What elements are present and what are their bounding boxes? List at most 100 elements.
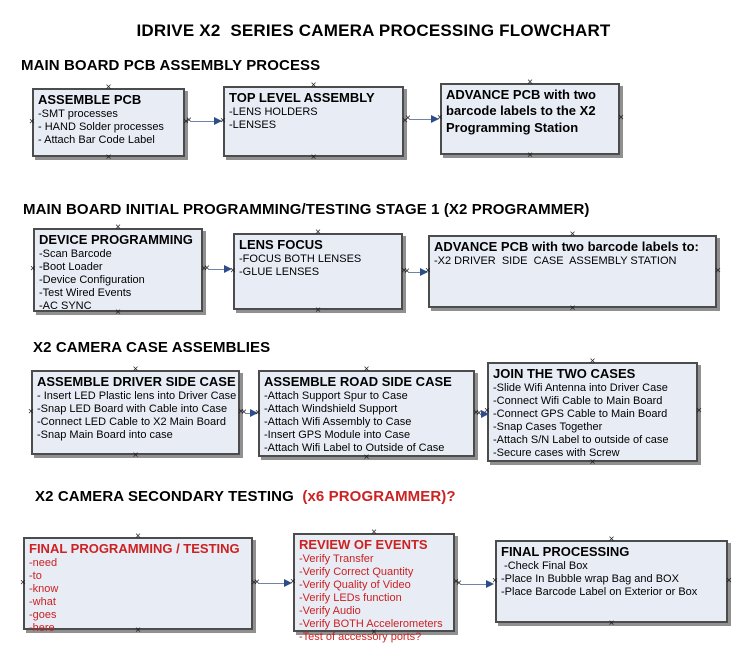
connection-handle-icon: ×	[569, 229, 576, 240]
arrow-line	[208, 268, 224, 270]
box-item: -Verify Transfer	[299, 553, 374, 566]
box-review-of-events: × × × × REVIEW OF EVENTS -Verify Transfe…	[290, 528, 459, 644]
arrow-line	[258, 582, 284, 584]
box-item: -LENS HOLDERS	[229, 106, 318, 119]
connection-handle-icon: ×	[589, 356, 596, 367]
connection-handle-icon: ×	[238, 406, 244, 417]
connection-handle-icon: ×	[28, 406, 34, 417]
arrow-line	[245, 412, 250, 414]
flow-arrow: ×	[186, 115, 222, 127]
box-item: -goes	[29, 609, 57, 622]
connection-handle-icon: ×	[371, 627, 377, 638]
section-heading-initial-programming: MAIN BOARD INITIAL PROGRAMMING/TESTING S…	[23, 201, 590, 218]
connection-handle-icon: ×	[132, 450, 139, 461]
box-item: -Check Final Box	[501, 560, 588, 573]
box-assemble-pcb: × × × × ASSEMBLE PCB -SMT processes- HAN…	[29, 83, 189, 163]
box-title: LENS FOCUS	[239, 237, 323, 252]
box-item: -Snap LED Board with Cable into Case	[37, 403, 228, 416]
connection-handle-icon: ×	[405, 113, 411, 124]
box-items: -Check Final Box-Place In Bubble wrap Ba…	[501, 560, 723, 599]
box-item: -Snap Cases Together	[493, 421, 603, 434]
section-heading-case-assemblies: X2 CAMERA CASE ASSEMBLIES	[33, 339, 271, 356]
connection-handle-icon: ×	[230, 265, 236, 276]
box-items: -FOCUS BOTH LENSES-GLUE LENSES	[239, 253, 398, 279]
connection-handle-icon: ×	[220, 115, 226, 126]
box-advance-pcb-programming-station: × × × × ADVANCE PCB with two barcode lab…	[437, 78, 624, 161]
box-item: -SMT processes	[38, 108, 118, 121]
section-heading-secondary-testing: X2 CAMERA SECONDARY TESTING (x6 PROGRAMM…	[35, 488, 456, 505]
box-title: ASSEMBLE ROAD SIDE CASE	[264, 374, 452, 389]
flow-arrow: ×	[456, 578, 494, 590]
arrow-line	[408, 271, 420, 273]
section-heading-red-part: (x6 PROGRAMMER)?	[302, 488, 456, 505]
box-item: - Insert LED Plastic lens into Driver Ca…	[37, 390, 237, 403]
box-lens-focus: × × × × LENS FOCUS -FOCUS BOTH LENSES-GL…	[230, 228, 407, 316]
box-item: -Verify LEDs function	[299, 592, 402, 605]
arrow-line	[409, 118, 431, 120]
box-title: DEVICE PROGRAMMING	[39, 232, 193, 247]
box-item: -GLUE LENSES	[239, 266, 320, 279]
box-item: -Connect LED Cable to X2 Main Board	[37, 416, 226, 429]
box-item: -Connect Wifi Cable to Main Board	[493, 395, 663, 408]
flow-arrow: ×	[254, 577, 292, 589]
box-item: -Verify Audio	[299, 605, 361, 618]
connection-handle-icon: ×	[29, 116, 35, 127]
connection-handle-icon: ×	[310, 152, 317, 163]
connection-handle-icon: ×	[484, 405, 490, 417]
box-items: -need-to-know-what-goes-here	[29, 557, 248, 635]
box-title: FINAL PROGRAMMING / TESTING	[29, 541, 240, 556]
box-assemble-road-side-case: × × × × ASSEMBLE ROAD SIDE CASE -Attach …	[255, 365, 479, 463]
arrow-head-icon	[431, 115, 439, 123]
box-items: -SMT processes- HAND Solder processes- A…	[38, 108, 180, 147]
connection-handle-icon: ×	[473, 407, 479, 418]
connection-handle-icon: ×	[569, 303, 576, 314]
connection-handle-icon: ×	[241, 407, 247, 418]
box-item: -Boot Loader	[39, 261, 103, 274]
connection-handle-icon: ×	[453, 576, 459, 587]
box-item: -Secure cases with Screw	[493, 447, 620, 460]
connection-handle-icon: ×	[425, 265, 431, 276]
box-item: -Scan Barcode	[39, 248, 112, 261]
box-final-programming-testing: × × × × FINAL PROGRAMMING / TESTING -nee…	[20, 532, 257, 636]
box-items: - Insert LED Plastic lens into Driver Ca…	[37, 390, 237, 442]
connection-handle-icon: ×	[251, 577, 257, 588]
box-item: -X2 DRIVER SIDE CASE ASSEMBLY STATION	[434, 255, 677, 268]
flow-arrow: ×	[476, 408, 489, 420]
arrow-head-icon	[486, 580, 494, 588]
box-final-processing: × × × × FINAL PROCESSING -Check Final Bo…	[492, 535, 732, 629]
connection-handle-icon: ×	[492, 575, 498, 586]
box-item: -to	[29, 570, 42, 583]
box-items: -Slide Wifi Antenna into Driver Case-Con…	[493, 382, 693, 460]
connection-handle-icon: ×	[132, 364, 139, 375]
box-join-the-two-cases: × × × × JOIN THE TWO CASES -Slide Wifi A…	[484, 357, 702, 468]
box-items: -Verify Transfer-Verify Correct Quantity…	[299, 553, 450, 644]
connection-handle-icon: ×	[363, 364, 370, 375]
connection-handle-icon: ×	[204, 263, 210, 274]
connection-handle-icon: ×	[115, 222, 121, 233]
connection-handle-icon: ×	[105, 152, 112, 163]
box-item: -Attach S/N Label to outside of case	[493, 434, 669, 447]
connection-handle-icon: ×	[476, 408, 482, 419]
box-item: -Place Barcode Label on Exterior or Box	[501, 586, 698, 599]
connection-handle-icon: ×	[201, 263, 207, 275]
connection-handle-icon: ×	[183, 116, 189, 127]
connection-handle-icon: ×	[401, 265, 407, 276]
section-heading-pcb-assembly: MAIN BOARD PCB ASSEMBLY PROCESS	[21, 57, 321, 74]
box-top-level-assembly: × × × × TOP LEVEL ASSEMBLY -LENS HOLDERS…	[220, 81, 408, 163]
flow-arrow: ×	[241, 407, 258, 419]
box-item: -Attach Wifi Label to Outside of Case	[264, 442, 445, 455]
box-device-programming: × × × × DEVICE PROGRAMMING -Scan Barcode…	[30, 223, 207, 318]
connection-handle-icon: ×	[404, 266, 410, 277]
box-item: - HAND Solder processes	[38, 121, 164, 134]
box-item: -AC SYNC	[39, 300, 92, 313]
arrow-head-icon	[250, 409, 258, 417]
connection-handle-icon: ×	[527, 150, 533, 161]
box-item: -Verify BOTH Accelerometers	[299, 618, 443, 631]
box-item: -Snap Main Board into case	[37, 429, 173, 442]
box-item: -Device Configuration	[39, 274, 145, 287]
flow-arrow: ×	[204, 263, 232, 275]
arrow-head-icon	[214, 117, 222, 125]
page-title: IDRIVE X2 SERIES CAMERA PROCESSING FLOWC…	[136, 21, 611, 40]
connection-handle-icon: ×	[527, 77, 533, 88]
